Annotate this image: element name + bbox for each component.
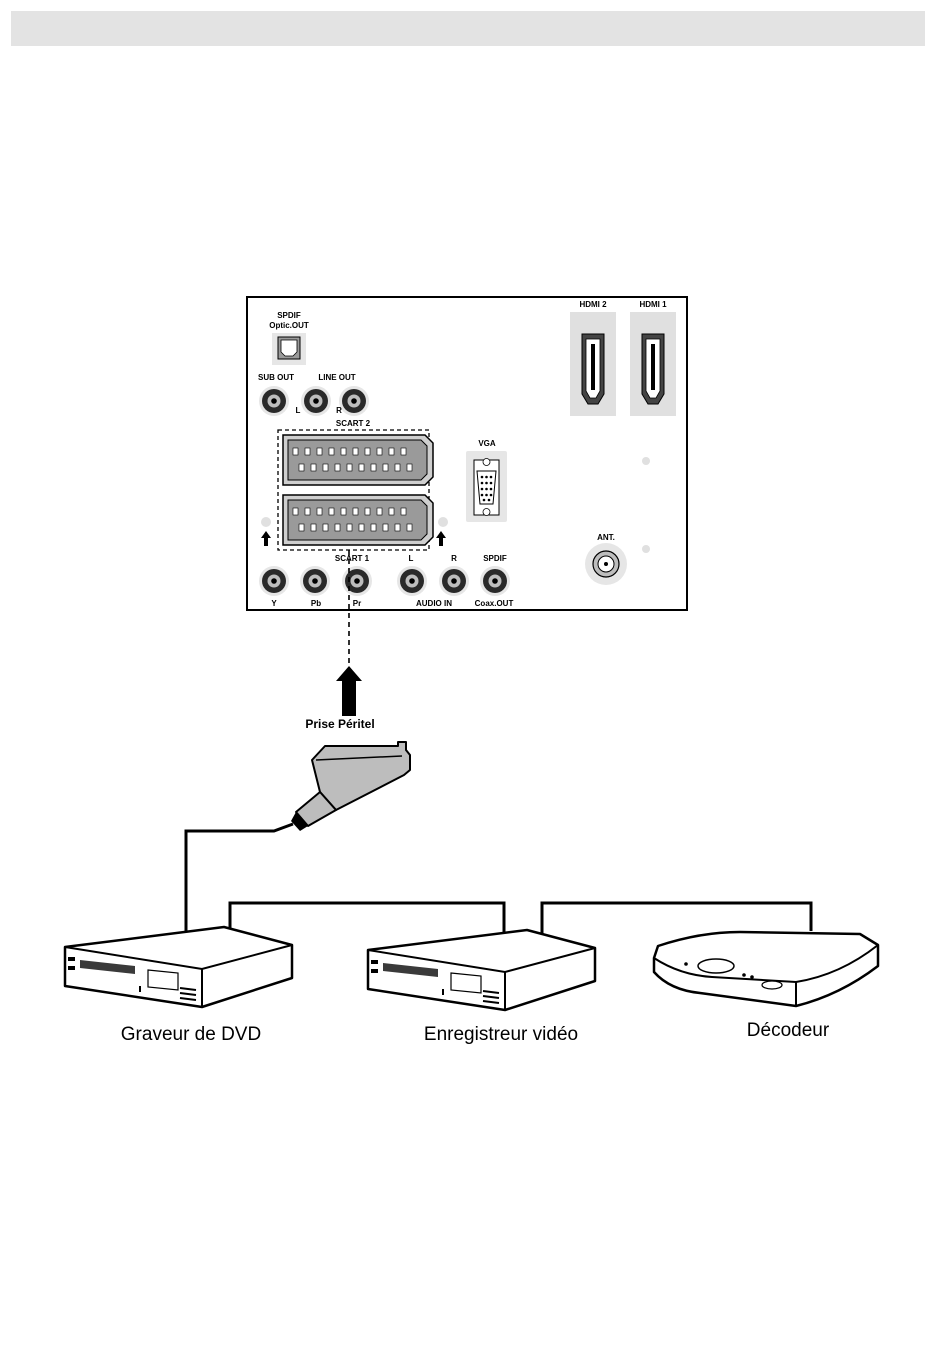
scart-plug-icon (291, 742, 410, 831)
y-jack[interactable] (259, 566, 289, 596)
line-out-label: LINE OUT (318, 373, 355, 382)
dvd-recorder-icon (65, 927, 292, 1007)
line-out-l-label: L (296, 406, 301, 415)
spdif-optic-label-2: Optic.OUT (269, 321, 309, 330)
cable-dvd-vcr (230, 903, 504, 940)
audio-r-label: R (451, 554, 457, 563)
scart-cable (186, 824, 293, 935)
spdif-coax-label-2: Coax.OUT (475, 599, 514, 608)
hdmi2-label: HDMI 2 (579, 300, 607, 309)
sub-out-jack[interactable] (259, 386, 289, 416)
spdif-optic-label-1: SPDIF (277, 311, 301, 320)
scart1-socket[interactable] (283, 495, 433, 545)
line-out-r-label: R (336, 406, 342, 415)
optical-port[interactable] (272, 333, 306, 365)
scart1-label: SCART 1 (335, 554, 370, 563)
y-label: Y (271, 599, 277, 608)
scart-plug-label: Prise Péritel (305, 717, 374, 731)
spdif-coax-label-1: SPDIF (483, 554, 507, 563)
audio-in-l-jack[interactable] (397, 566, 427, 596)
ant-label: ANT. (597, 533, 615, 542)
pr-jack[interactable] (342, 566, 372, 596)
pb-label: Pb (311, 599, 321, 608)
sub-out-label: SUB OUT (258, 373, 294, 382)
pr-label: Pr (353, 599, 361, 608)
audio-in-label: AUDIO IN (416, 599, 452, 608)
vga-label: VGA (478, 439, 496, 448)
up-arrow-icon (336, 666, 362, 716)
audio-in-r-jack[interactable] (439, 566, 469, 596)
tv-back-panel: SPDIF Optic.OUT SUB OUT LINE OUT L R SCA… (247, 297, 687, 610)
hdmi1-label: HDMI 1 (639, 300, 667, 309)
spdif-coax-jack[interactable] (480, 566, 510, 596)
device-label-vcr: Enregistreur vidéo (424, 1024, 578, 1045)
device-label-decoder: Décodeur (747, 1020, 830, 1041)
indicator-dot-ant (642, 545, 650, 553)
audio-l-label: L (409, 554, 414, 563)
device-label-dvd: Graveur de DVD (121, 1024, 261, 1045)
vcr-icon (368, 930, 595, 1010)
hdmi1-port[interactable] (630, 312, 676, 416)
scart2-label: SCART 2 (336, 419, 371, 428)
indicator-dot-left (261, 517, 271, 527)
indicator-dot-hdmi (642, 457, 650, 465)
scart2-socket[interactable] (283, 435, 433, 485)
decoder-box-icon (654, 932, 878, 1006)
pb-jack[interactable] (300, 566, 330, 596)
line-out-l-jack[interactable] (301, 386, 331, 416)
indicator-dot-right (438, 517, 448, 527)
hdmi2-port[interactable] (570, 312, 616, 416)
vga-port[interactable] (466, 451, 507, 522)
line-out-r-jack[interactable] (339, 386, 369, 416)
antenna-port[interactable] (585, 543, 627, 585)
